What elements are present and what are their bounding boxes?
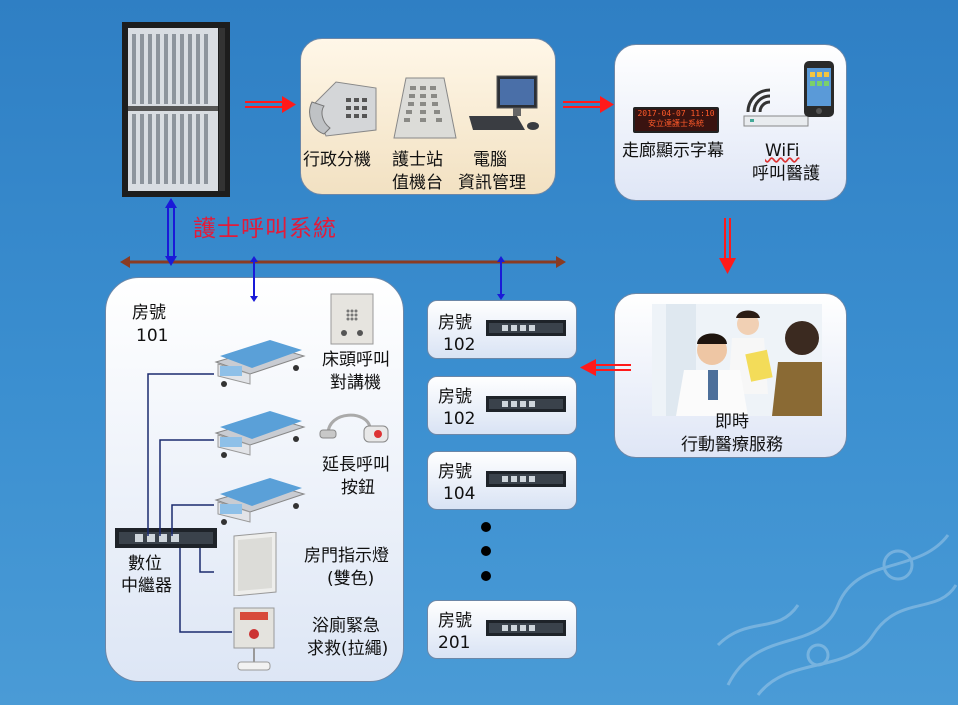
wifi-router-icon (743, 88, 809, 127)
bathroom-emergency-pull-icon (233, 607, 275, 671)
mobile-service-label-1: 即時 (715, 412, 749, 432)
relay-label-2: 中繼器 (121, 576, 172, 596)
ellipsis-dot (481, 571, 491, 581)
digital-relay-icon (115, 528, 217, 548)
room-label: 房號 (438, 611, 472, 631)
admin-phone-label: 行政分機 (303, 150, 371, 170)
corridor-display-sign: 2017-04-07 11:10 安立達護士系統 (633, 107, 719, 133)
digital-relay-icon (486, 620, 566, 636)
system-title: 護士呼叫系統 (193, 216, 337, 242)
display-text-1: 2017-04-07 11:10 (637, 109, 715, 118)
digital-relay-icon (486, 471, 566, 487)
wifi-label-1: WiFi (765, 141, 800, 161)
room-number: 201 (438, 633, 471, 653)
server-rack-icon (122, 22, 230, 197)
relay-label-1: 數位 (128, 554, 162, 574)
hospital-bed-icon (214, 340, 306, 387)
call-button-cord-icon (319, 413, 389, 443)
wifi-label-2: 呼叫醫護 (752, 164, 820, 184)
door-light-label-1: 房門指示燈 (304, 546, 389, 566)
computer-label-1: 電腦 (473, 150, 507, 170)
room-label: 房號 (438, 313, 472, 333)
bedhead-intercom-label-2: 對講機 (330, 373, 381, 393)
red-arrow-head (580, 359, 596, 376)
room-101-number: 101 (136, 326, 169, 346)
door-indicator-light-icon (233, 532, 277, 596)
medical-staff-photo (652, 304, 822, 416)
bedhead-intercom-icon (330, 293, 374, 345)
bathroom-emergency-label-1: 浴廁緊急 (312, 616, 380, 636)
extension-button-label-1: 延長呼叫 (322, 455, 390, 475)
red-arrow-head (600, 96, 614, 113)
computer-icon (469, 75, 539, 130)
console-icon (393, 77, 457, 139)
room-number: 104 (443, 484, 476, 504)
ellipsis-dot (481, 546, 491, 556)
red-arrow-head (719, 258, 736, 274)
hospital-bed-icon (214, 478, 306, 525)
bathroom-emergency-label-2: 求救(拉繩) (307, 639, 389, 659)
room-label: 房號 (438, 462, 472, 482)
digital-relay-icon (486, 320, 566, 336)
nurse-station-label-2: 值機台 (392, 173, 443, 193)
display-text-2: 安立達護士系統 (648, 119, 704, 128)
corridor-display-label: 走廊顯示字幕 (622, 141, 724, 161)
room-label: 房號 (438, 387, 472, 407)
room-101-label: 房號 (132, 303, 166, 323)
bedhead-intercom-label-1: 床頭呼叫 (322, 350, 390, 370)
smartphone-icon (804, 61, 834, 117)
extension-button-label-2: 按鈕 (341, 478, 375, 498)
hospital-bed-icon (214, 411, 306, 458)
room-number: 102 (443, 335, 476, 355)
nurse-station-label-1: 護士站 (392, 150, 443, 170)
mobile-service-label-2: 行動醫療服務 (681, 435, 783, 455)
red-arrow-head (282, 96, 296, 113)
computer-label-2: 資訊管理 (458, 173, 526, 193)
ellipsis-dot (481, 522, 491, 532)
door-light-label-2: (雙色) (327, 569, 375, 589)
digital-relay-icon (486, 396, 566, 412)
phone-icon (309, 81, 377, 137)
dragon-watermark (716, 534, 958, 696)
room-number: 102 (443, 409, 476, 429)
